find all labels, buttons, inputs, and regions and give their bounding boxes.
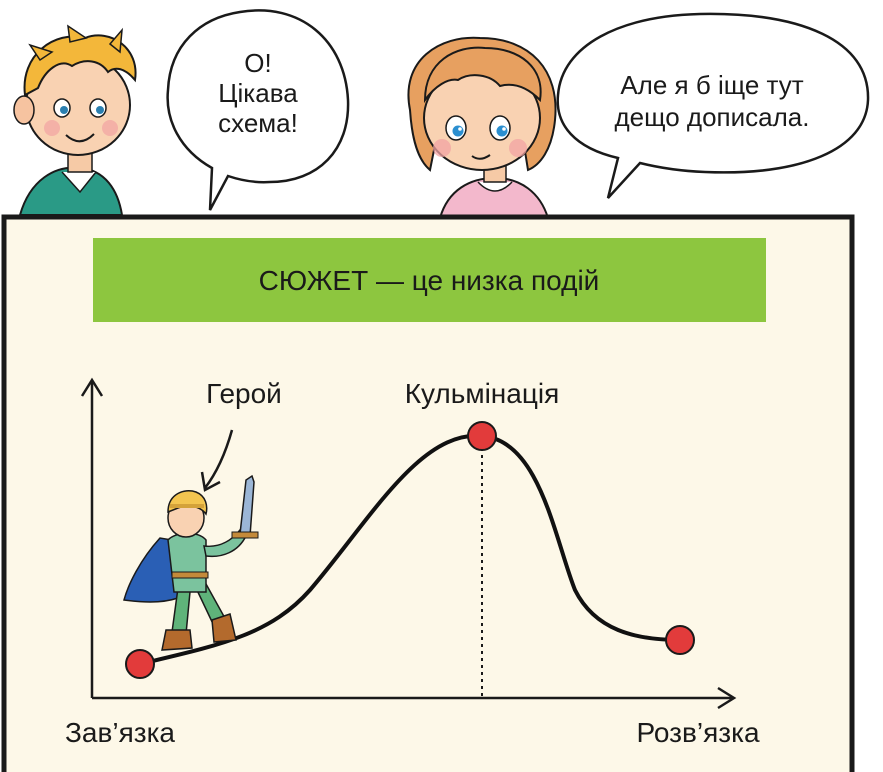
title-band	[93, 238, 766, 322]
girl-speech-bubble	[556, 12, 870, 199]
start-label: Зав’язка	[65, 717, 175, 748]
girl-character	[407, 36, 557, 219]
girl-speech-line-1: Але я б іще тут	[620, 70, 803, 100]
start-point	[125, 649, 155, 679]
end-point	[665, 625, 695, 655]
boy-speech-line-3: схема!	[218, 108, 298, 138]
climax-label: Кульмінація	[405, 378, 560, 409]
end-label: Розв’язка	[636, 717, 760, 748]
axes	[80, 377, 737, 710]
boy-character	[13, 24, 137, 216]
boy-speech-line-1: О!	[244, 48, 271, 78]
climax-point	[467, 421, 497, 451]
hero-pointer-arrow	[200, 429, 234, 492]
hero-label: Герой	[206, 378, 282, 409]
boy-speech-bubble	[166, 9, 350, 211]
hero-figure	[123, 474, 259, 651]
girl-speech-line-2: дещо дописала.	[615, 102, 810, 132]
boy-speech-line-2: Цікава	[218, 78, 298, 108]
diagram-title: СЮЖЕТ — це низка подій	[259, 265, 600, 296]
